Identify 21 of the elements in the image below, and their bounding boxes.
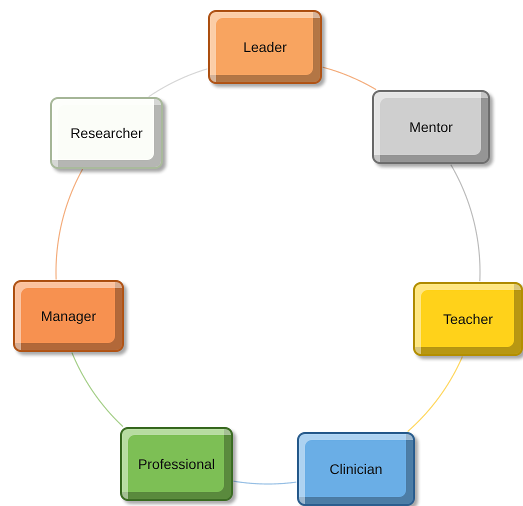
connector-arc	[450, 164, 481, 282]
bevel-box	[208, 10, 322, 84]
node-label: Professional	[138, 456, 216, 472]
node-label: Manager	[40, 308, 96, 324]
bevel-box	[413, 282, 523, 356]
node-label: Clinician	[330, 461, 382, 477]
node-label: Mentor	[409, 119, 453, 135]
connector-arc	[233, 480, 297, 485]
node-label: Teacher	[443, 311, 493, 327]
connector-arc	[322, 66, 376, 90]
node-label: Leader	[243, 39, 287, 55]
node-label: Researcher	[70, 125, 143, 141]
connector-arc	[407, 356, 463, 432]
bevel-box	[372, 90, 490, 164]
bevel-box	[297, 432, 415, 506]
connector-arc	[148, 68, 208, 98]
bevel-box	[13, 280, 124, 352]
connector-arc	[55, 168, 84, 280]
connector-arc	[71, 352, 124, 427]
bevel-box	[50, 97, 163, 169]
bevel-box	[120, 427, 233, 501]
